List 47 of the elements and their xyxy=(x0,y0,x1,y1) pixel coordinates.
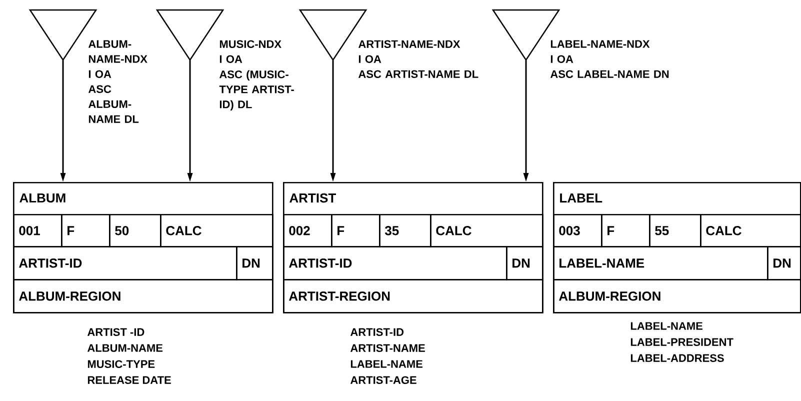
field-name: MUSIC-TYPE xyxy=(88,360,155,368)
record-cell: 55 xyxy=(649,214,702,248)
index-note: ASC LABEL-NAME DN xyxy=(550,70,669,78)
index-note: I OA xyxy=(358,55,382,63)
index-note: LABEL-NAME-NDX xyxy=(550,40,650,48)
field-name: ARTIST-ID xyxy=(350,328,404,336)
index-note: ASC ARTIST-NAME DL xyxy=(358,70,478,78)
record-cell: 50 xyxy=(109,214,162,248)
field-name: LABEL-PRESIDENT xyxy=(630,338,734,346)
record-cell: CALC xyxy=(700,214,801,248)
index-note: I OA xyxy=(220,55,242,63)
field-name: RELEASE DATE xyxy=(88,376,171,384)
record-cell: F xyxy=(601,214,650,248)
record-cell: DN xyxy=(236,246,274,280)
record-name: LABEL xyxy=(560,194,602,202)
record-cell: CALC xyxy=(430,214,544,248)
record-cell: LABEL-NAME xyxy=(553,246,768,280)
record-cell: ARTIST-REGION xyxy=(283,279,544,314)
index-note: ASC (MUSIC-TYPE ARTIST-ID) DL xyxy=(219,70,294,110)
record-cell: ALBUM-REGION xyxy=(553,279,801,314)
record-name: ARTIST xyxy=(290,193,336,203)
index-note: MUSIC-NDX xyxy=(220,40,282,48)
record-cell: 003 xyxy=(553,214,602,248)
index-note: ASC ALBUM-NAME DL xyxy=(88,85,139,123)
record-cell: DN xyxy=(506,246,544,280)
record-cell: ARTIST-ID xyxy=(283,246,508,280)
field-name: LABEL-ADDRESS xyxy=(630,354,724,362)
field-name: ARTIST-NAME xyxy=(350,344,425,352)
record-cell: CALC xyxy=(160,214,274,248)
field-name: ALBUM-NAME xyxy=(87,344,163,352)
record-cell: DN xyxy=(767,246,801,280)
record-cell: F xyxy=(61,214,110,248)
record-cell: F xyxy=(331,214,380,248)
field-name: LABEL-NAME xyxy=(630,322,702,330)
field-name: ARTIST-AGE xyxy=(350,376,416,384)
index-note: ALBUM-NAME-NDX xyxy=(88,40,148,63)
index-note: I OA xyxy=(88,70,112,78)
index-note: I OA xyxy=(550,55,574,63)
field-name: ARTIST -ID xyxy=(87,328,144,336)
record-cell: ARTIST-ID xyxy=(13,246,238,280)
index-note: ARTIST-NAME-NDX xyxy=(358,40,460,48)
record-cell: 001 xyxy=(13,214,62,248)
record-cell: 002 xyxy=(283,214,332,248)
field-name: LABEL-NAME xyxy=(350,360,422,368)
record-cell: ALBUM-REGION xyxy=(13,279,274,314)
record-name: ALBUM xyxy=(20,193,66,203)
record-cell: 35 xyxy=(379,214,432,248)
